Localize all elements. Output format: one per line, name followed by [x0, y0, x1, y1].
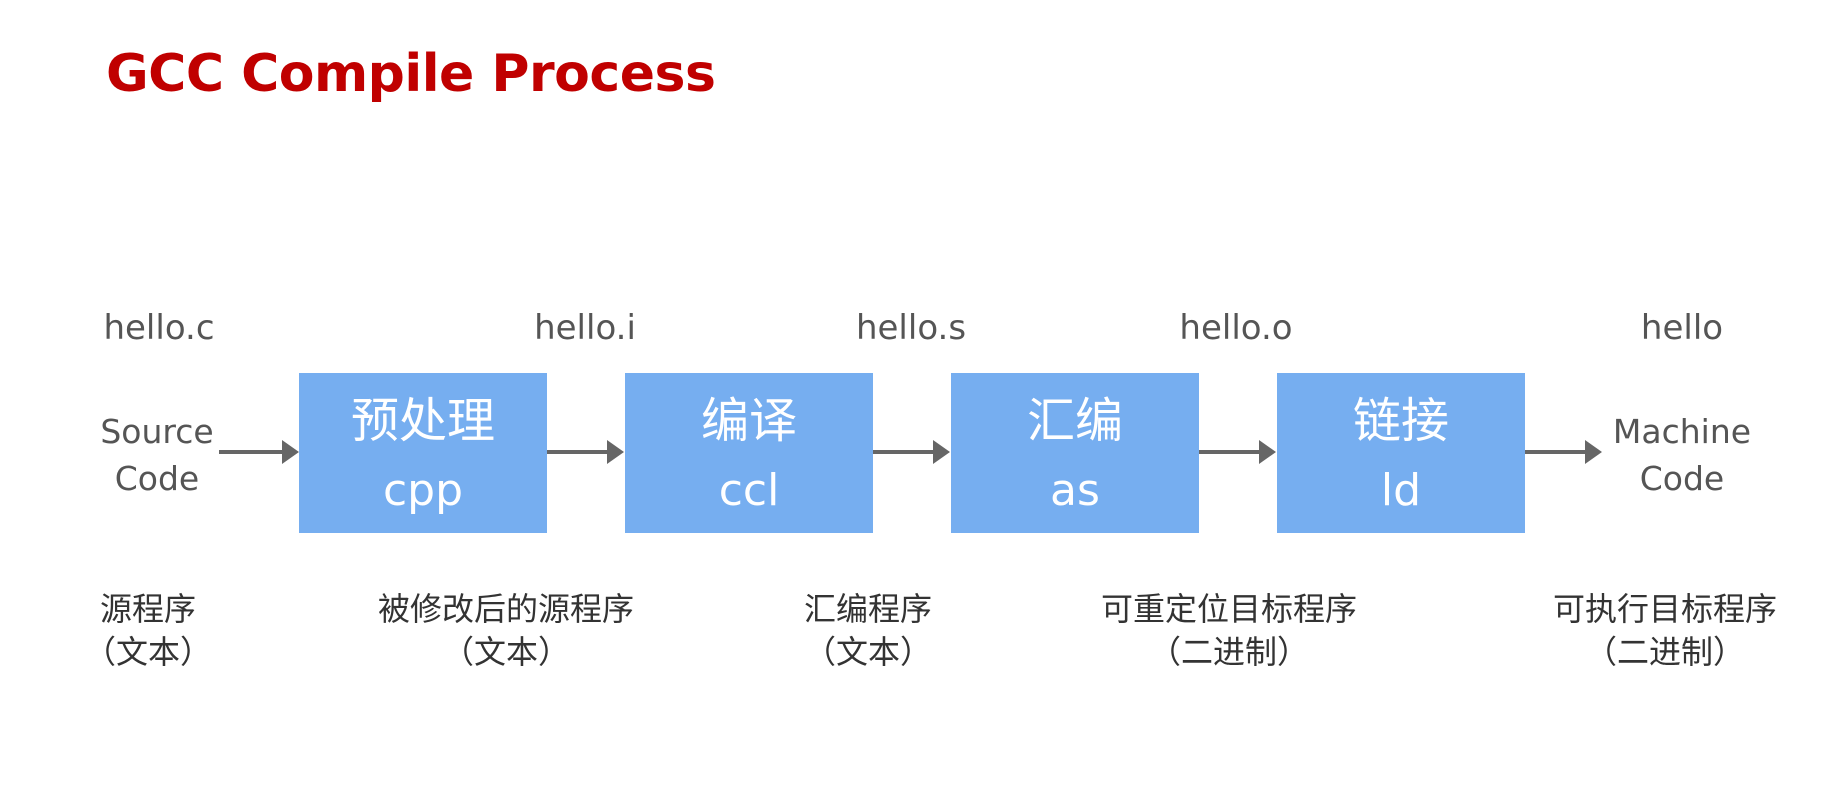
desc-source-program-line-1: 源程序 — [99, 590, 197, 628]
stage-box-compile: 编译 ccl — [625, 373, 873, 533]
desc-relocatable-object: 可重定位目标程序 （二进制） — [1101, 588, 1357, 674]
desc-modified-source: 被修改后的源程序 （文本） — [378, 588, 634, 674]
desc-executable-object: 可执行目标程序 （二进制） — [1553, 588, 1777, 674]
file-label-hello-c: hello.c — [103, 308, 215, 348]
desc-modified-source-line-2: （文本） — [441, 633, 571, 671]
stage-box-link: 链接 ld — [1277, 373, 1525, 533]
stage-name-preprocess: 预处理 — [350, 393, 495, 449]
file-label-hello: hello — [1640, 308, 1724, 348]
stage-tool-as: as — [1050, 465, 1100, 516]
desc-source-program: 源程序 （文本） — [84, 588, 212, 674]
file-label-hello-s: hello.s — [855, 308, 967, 348]
page-title: GCC Compile Process — [106, 44, 716, 104]
desc-source-program-line-2: （文本） — [83, 633, 213, 671]
arrow-head-link-to-machine — [1585, 440, 1602, 464]
file-label-hello-o: hello.o — [1179, 308, 1293, 348]
arrow-head-source-to-preprocess — [282, 440, 299, 464]
stage-tool-ccl: ccl — [718, 465, 780, 516]
desc-assembly-program: 汇编程序 （文本） — [804, 588, 932, 674]
stage-tool-ld: ld — [1380, 465, 1422, 516]
desc-relocatable-object-line-2: （二进制） — [1148, 633, 1310, 671]
arrow-head-compile-to-assemble — [933, 440, 950, 464]
stage-name-compile: 编译 — [700, 393, 797, 449]
desc-executable-object-line-2: （二进制） — [1584, 633, 1746, 671]
source-code-label: Source Code — [100, 408, 213, 502]
desc-executable-object-line-1: 可执行目标程序 — [1552, 590, 1778, 628]
desc-assembly-program-line-1: 汇编程序 — [803, 590, 933, 628]
stage-name-link: 链接 — [1352, 393, 1449, 449]
source-code-line-2: Code — [114, 459, 200, 498]
arrow-head-preprocess-to-compile — [607, 440, 624, 464]
source-code-line-1: Source — [100, 412, 214, 451]
machine-code-label: Machine Code — [1613, 408, 1751, 502]
desc-relocatable-object-line-1: 可重定位目标程序 — [1100, 590, 1358, 628]
arrow-head-assemble-to-link — [1259, 440, 1276, 464]
stage-name-assemble: 汇编 — [1026, 393, 1123, 449]
stage-box-preprocess: 预处理 cpp — [299, 373, 547, 533]
stage-tool-cpp: cpp — [382, 465, 464, 516]
stage-box-assemble: 汇编 as — [951, 373, 1199, 533]
desc-modified-source-line-1: 被修改后的源程序 — [377, 590, 635, 628]
machine-code-line-1: Machine — [1612, 412, 1752, 451]
file-label-hello-i: hello.i — [534, 308, 636, 348]
machine-code-line-2: Code — [1639, 459, 1725, 498]
desc-assembly-program-line-2: （文本） — [803, 633, 933, 671]
